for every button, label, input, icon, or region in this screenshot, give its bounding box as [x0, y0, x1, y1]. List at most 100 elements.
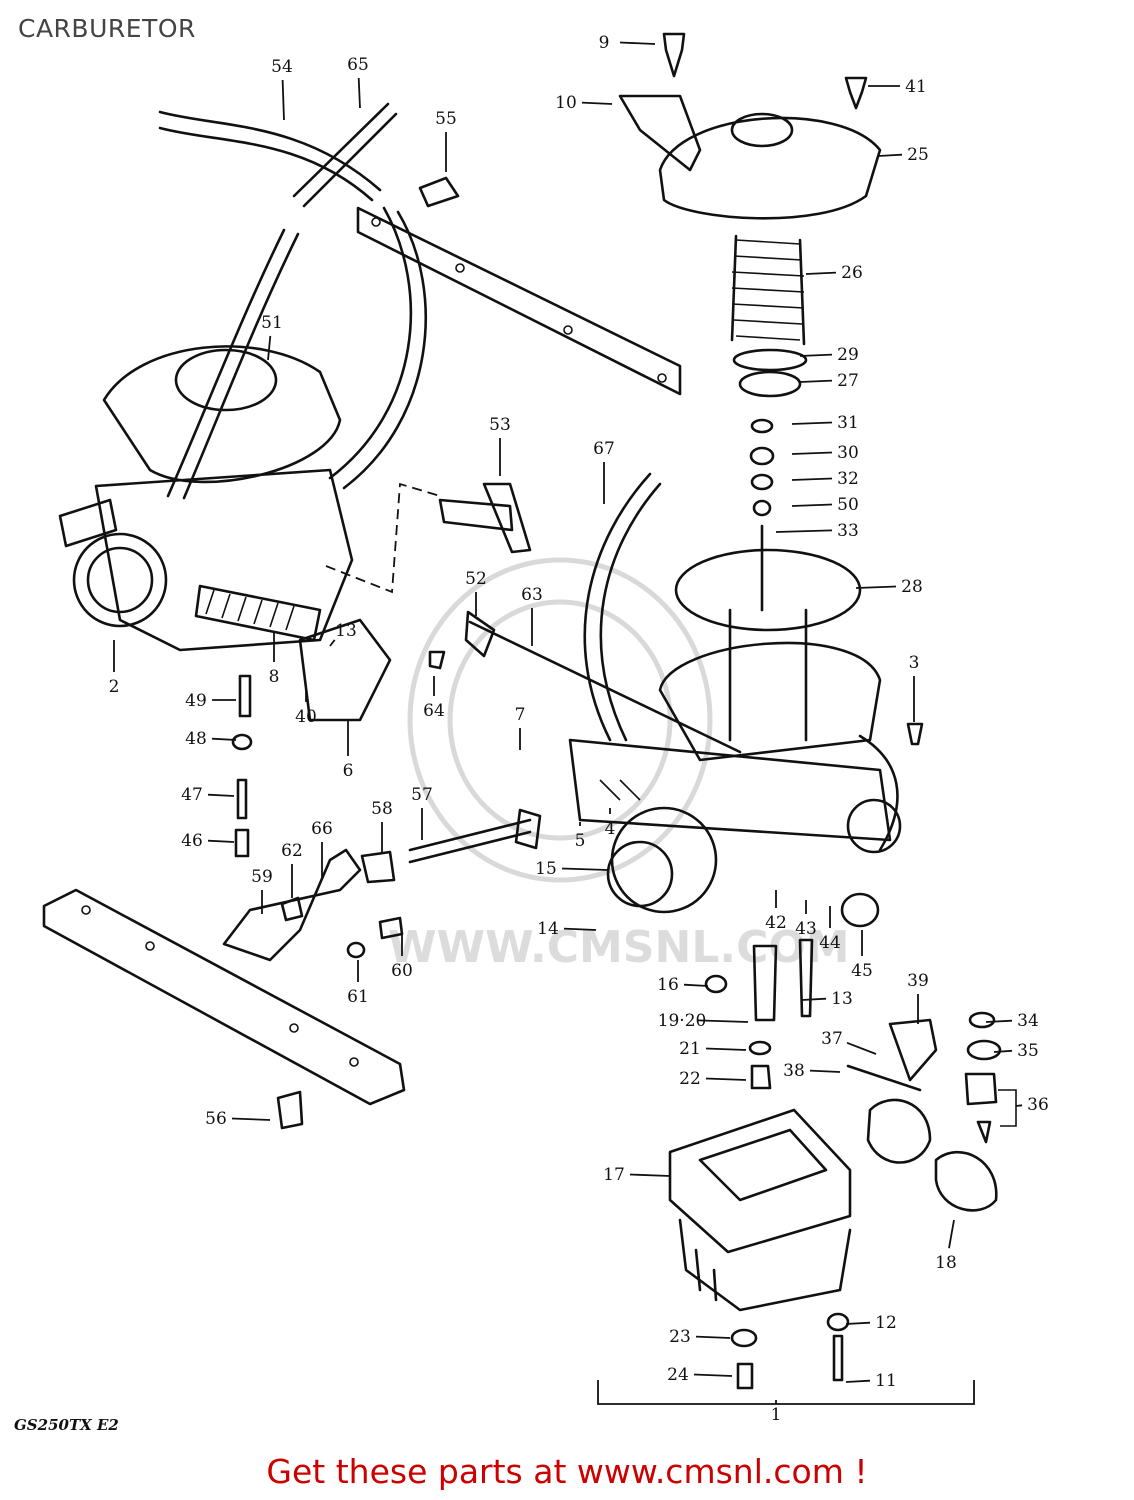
part-label-p64: 64: [423, 701, 445, 721]
part-label-p30: 30: [837, 443, 859, 463]
leader-line-p9: [619, 41, 656, 45]
leader-line-p46: [207, 839, 235, 843]
leader-line-p16: [683, 983, 709, 987]
leader-line-p24: [693, 1373, 733, 1377]
leader-line-p30: [791, 451, 833, 455]
part-label-p4: 4: [605, 819, 616, 839]
part-label-p9: 9: [599, 33, 610, 53]
part-label-p66: 66: [311, 819, 333, 839]
part-label-p22: 22: [679, 1069, 701, 1089]
footer-link-text[interactable]: Get these parts at www.cmsnl.com !: [266, 1452, 868, 1491]
part-label-p38: 38: [783, 1061, 805, 1081]
part-label-p13b: 13: [831, 989, 853, 1009]
part-label-p43: 43: [795, 919, 817, 939]
part-label-p37: 37: [821, 1029, 843, 1049]
part-label-p65: 65: [347, 55, 369, 75]
leader-line-p27: [799, 379, 833, 383]
part-label-p32: 32: [837, 469, 859, 489]
page-title: CARBURETOR: [18, 14, 196, 43]
float-bowl-17: [668, 1108, 852, 1312]
leader-line-p35: [993, 1049, 1013, 1053]
part-label-p31: 31: [837, 413, 859, 433]
leader-line-p32: [791, 477, 833, 481]
part-label-p47: 47: [181, 785, 203, 805]
part-label-p62: 62: [281, 841, 303, 861]
part-57-shaft: [360, 808, 542, 884]
part-label-p13a: 13: [335, 621, 357, 641]
leader-line-p12: [845, 1321, 871, 1325]
leader-line-p17: [629, 1173, 671, 1177]
model-code: GS250TX E2: [14, 1416, 119, 1434]
part-label-p55: 55: [435, 109, 457, 129]
leader-line-p11: [845, 1379, 871, 1383]
left-small-parts: [231, 674, 253, 858]
part-label-p49: 49: [185, 691, 207, 711]
part-label-p61: 61: [347, 987, 369, 1007]
leader-line-p21: [705, 1047, 747, 1051]
part-label-p52: 52: [465, 569, 487, 589]
leader-line-p26: [805, 271, 837, 275]
part-label-p48: 48: [185, 729, 207, 749]
part-label-p51: 51: [261, 313, 283, 333]
leader-line-p65: [357, 77, 361, 109]
leader-line-p33: [775, 529, 833, 533]
part-label-p63: 63: [521, 585, 543, 605]
leader-line-p54: [281, 79, 285, 121]
part-label-p60: 60: [391, 961, 413, 981]
part-label-p42: 42: [765, 913, 787, 933]
part-label-p57: 57: [411, 785, 433, 805]
leader-line-p23: [695, 1335, 731, 1339]
part-label-p12: 12: [875, 1313, 897, 1333]
leader-line-p51: [267, 335, 272, 361]
part-label-p3: 3: [909, 653, 920, 673]
part-label-p50: 50: [837, 495, 859, 515]
leader-line-p19: [697, 1019, 749, 1023]
part-label-p18: 18: [935, 1253, 957, 1273]
part-label-p26: 26: [841, 263, 863, 283]
part-label-p56: 56: [205, 1109, 227, 1129]
right-carburetor-top-cap: [418, 32, 882, 220]
leader-line-p13a: [329, 639, 336, 647]
part-label-p24: 24: [667, 1365, 689, 1385]
leader-line-p36: [1015, 1104, 1023, 1107]
part-label-p29: 29: [837, 345, 859, 365]
left-carburetor-body: [58, 345, 392, 722]
part-label-p14: 14: [537, 919, 559, 939]
part-label-p6: 6: [343, 761, 354, 781]
throttle-rod-63: [428, 610, 742, 754]
part-label-p40: 40: [295, 707, 317, 727]
leader-line-p48: [211, 737, 237, 741]
part-label-p34: 34: [1017, 1011, 1039, 1031]
leader-line-p22: [705, 1077, 747, 1081]
leader-line-p37: [846, 1041, 877, 1055]
upper-bracket-plate: [356, 206, 682, 396]
part-label-p1: 1: [771, 1405, 782, 1425]
part-label-p23: 23: [669, 1327, 691, 1347]
part-label-p53: 53: [489, 415, 511, 435]
part-label-p28: 28: [901, 577, 923, 597]
assembly-bracket-1: [597, 1380, 975, 1405]
part-label-p8: 8: [269, 667, 280, 687]
part-label-p16: 16: [657, 975, 679, 995]
lower-right-parts: [704, 892, 1017, 1212]
part-label-p45: 45: [851, 961, 873, 981]
leader-line-p28: [855, 585, 897, 589]
watermark-text: WWW.CMSNL.COM: [388, 922, 850, 973]
part-label-p41: 41: [905, 77, 927, 97]
drain-screws: [730, 1312, 850, 1390]
leader-line-p50: [791, 503, 833, 507]
part-label-p39: 39: [907, 971, 929, 991]
part-label-p35: 35: [1017, 1041, 1039, 1061]
part-label-p67: 67: [593, 439, 615, 459]
part-label-p2: 2: [109, 677, 120, 697]
part-label-p46: 46: [181, 831, 203, 851]
part-label-p25: 25: [907, 145, 929, 165]
leader-line-p31: [791, 421, 833, 425]
right-carburetor-body: [568, 548, 924, 914]
leader-line-p15: [561, 867, 609, 871]
watermark-logo: WWW.CMSNL.COM: [388, 557, 850, 973]
part-label-p17: 17: [603, 1165, 625, 1185]
